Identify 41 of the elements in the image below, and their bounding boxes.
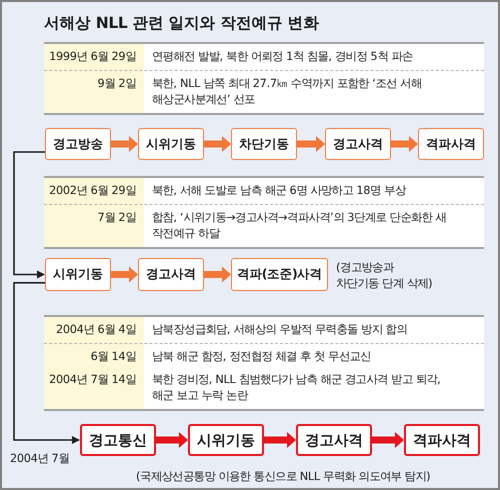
process-box: 격파사격 — [418, 128, 484, 160]
process-box: 경고방송 — [45, 128, 111, 160]
process-box: 경고통신 — [80, 424, 156, 456]
event-text: 북한 경비정, NLL 침범했다가 남측 해군 경고사격 받고 퇴각, 해군 보고 누락 논란 — [152, 372, 442, 404]
arrow — [264, 432, 296, 448]
event-text: 남북 해군 함정, 정전협정 체결 후 첫 무선교신 — [152, 349, 371, 365]
date-label: 2002년 6월 29일 — [49, 184, 136, 197]
process-box: 시위기동 — [188, 424, 264, 456]
arrow — [372, 432, 404, 448]
arrow — [13, 151, 45, 278]
process-box: 시위기동 — [138, 128, 204, 160]
event-text: 연평해전 발발, 북한 어뢰정 1척 침몰, 경비정 5척 파손 — [152, 49, 413, 65]
arrow — [156, 432, 188, 448]
process-box: 경고사격 — [296, 424, 372, 456]
event-text: 북한, 서해 도발로 남측 해군 6명 사망하고 18명 부상 — [152, 183, 406, 199]
arrow — [13, 282, 80, 444]
note-text: (경고방송과 차단기동 단계 삭제) — [336, 260, 434, 292]
arrow — [391, 136, 418, 152]
event-text: 합참, ‘시위기동→경고사격→격파사격’의 3단계로 단순화한 새 작전예규 하달 — [152, 210, 448, 242]
process-box: 차단기동 — [231, 128, 297, 160]
date-label: 7월 2일 — [98, 211, 136, 224]
arrow — [297, 136, 325, 152]
arrow — [111, 266, 138, 282]
process-box: 격파(조준)사격 — [231, 258, 328, 291]
arrow — [204, 266, 231, 282]
arrow — [111, 136, 138, 152]
process-box: 시위기동 — [45, 258, 111, 291]
date-label: 1999년 6월 29일 — [49, 50, 136, 63]
process-box: 격파사격 — [404, 424, 480, 456]
edge-label: 2004년 7월 — [10, 451, 70, 466]
date-label: 6월 14일 — [90, 350, 136, 363]
date-label: 2004년 7월 14일 — [49, 373, 136, 386]
date-label: 2004년 6월 4일 — [56, 323, 136, 336]
event-text: 북한, NLL 남쪽 최대 27.7㎞ 수역까지 포함한 ‘조선 서해 해상군사분계선’ 선포 — [152, 76, 423, 108]
note-text: (국제상선공통망 이용한 통신으로 NLL 무력화 의도여부 탐지) — [136, 469, 430, 485]
process-box: 경고사격 — [138, 258, 204, 291]
date-label: 9월 2일 — [98, 77, 136, 90]
event-text: 남북장성급회담, 서해상의 우발적 무력충돌 방지 합의 — [152, 322, 408, 338]
title: 서해상 NLL 관련 일지와 작전예규 변화 — [44, 13, 319, 34]
arrow — [204, 136, 231, 152]
process-box: 경고사격 — [325, 128, 391, 160]
